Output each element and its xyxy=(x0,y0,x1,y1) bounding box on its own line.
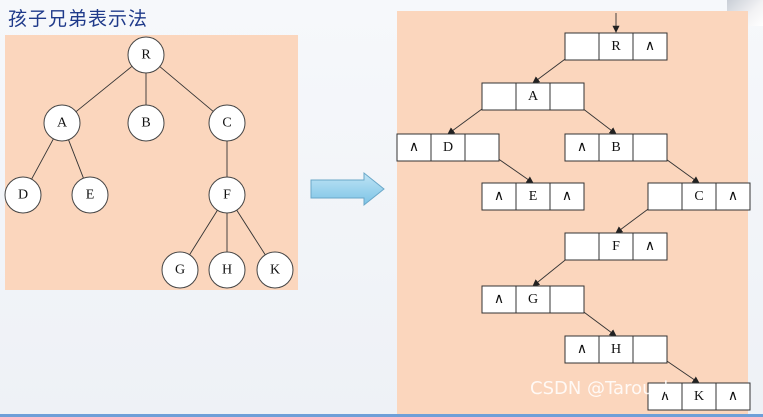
tree-edge-A-E xyxy=(68,139,84,179)
list-node-E: E ∧ ∧ xyxy=(481,182,585,211)
tree-node-label: E xyxy=(86,188,95,203)
tree-node-K: K xyxy=(256,251,294,289)
null-sibling-symbol: ∧ xyxy=(562,189,572,204)
list-node-K: K ∧ ∧ xyxy=(647,382,751,411)
child-sibling-diagram: R∧AD∧B∧E∧∧C∧F∧G∧H∧K∧∧ xyxy=(396,13,751,411)
list-node-label: H xyxy=(611,342,621,357)
null-sibling-symbol: ∧ xyxy=(728,389,738,404)
tree-node-label: C xyxy=(222,116,231,131)
tree-edge-F-K xyxy=(236,209,266,256)
null-sibling-symbol: ∧ xyxy=(645,239,655,254)
bottom-divider xyxy=(0,414,763,417)
list-node-label: D xyxy=(443,140,453,155)
tree-node-B: B xyxy=(127,104,165,142)
tree-node-G: G xyxy=(161,251,199,289)
list-node-R: R∧ xyxy=(564,32,668,61)
tree-node-H: H xyxy=(208,251,246,289)
list-node-label: K xyxy=(694,389,704,404)
null-child-symbol: ∧ xyxy=(577,140,587,155)
tree-node-F: F xyxy=(208,176,246,214)
watermark: CSDN @Tarouch xyxy=(530,378,675,399)
list-node-F: F∧ xyxy=(564,232,668,261)
list-node-label: C xyxy=(694,189,703,204)
right-arrow-icon xyxy=(310,171,385,207)
tree-node-label: G xyxy=(175,263,185,278)
list-node-label: E xyxy=(529,189,538,204)
list-node-label: R xyxy=(611,39,621,54)
null-child-symbol: ∧ xyxy=(494,292,504,307)
null-child-symbol: ∧ xyxy=(660,389,670,404)
tree-node-E: E xyxy=(71,176,109,214)
page-title: 孩子兄弟表示法 xyxy=(8,8,149,30)
null-sibling-symbol: ∧ xyxy=(728,189,738,204)
list-node-G: G∧ xyxy=(481,285,585,314)
list-node-A: A xyxy=(481,82,585,111)
tree-node-label: B xyxy=(141,116,150,131)
tree-diagram: R A B C D E F G H K xyxy=(4,36,294,289)
list-node-D: D∧ xyxy=(396,133,500,162)
null-child-symbol: ∧ xyxy=(494,189,504,204)
tree-edge-R-C xyxy=(159,66,214,112)
tree-node-label: R xyxy=(141,48,151,63)
tree-node-A: A xyxy=(43,104,81,142)
list-node-label: F xyxy=(612,239,620,254)
tree-node-D: D xyxy=(4,176,42,214)
tree-node-R: R xyxy=(127,36,165,74)
null-sibling-symbol: ∧ xyxy=(645,39,655,54)
tree-node-label: H xyxy=(222,263,232,278)
tree-node-label: A xyxy=(57,116,68,131)
list-node-B: B∧ xyxy=(564,133,668,162)
tree-node-label: F xyxy=(223,188,231,203)
null-child-symbol: ∧ xyxy=(409,140,419,155)
tree-edge-R-A xyxy=(75,65,133,113)
list-node-H: H∧ xyxy=(564,335,668,364)
list-node-label: B xyxy=(611,140,620,155)
tree-edge-A-D xyxy=(31,138,54,180)
tree-node-C: C xyxy=(208,104,246,142)
list-node-label: A xyxy=(528,89,539,104)
tree-node-label: D xyxy=(18,188,28,203)
list-node-label: G xyxy=(528,292,538,307)
tree-panel: R A B C D E F G H K xyxy=(4,35,298,290)
null-child-symbol: ∧ xyxy=(577,342,587,357)
list-node-C: C∧ xyxy=(647,182,751,211)
tree-node-label: K xyxy=(270,263,280,278)
tree-edge-F-G xyxy=(189,210,218,255)
